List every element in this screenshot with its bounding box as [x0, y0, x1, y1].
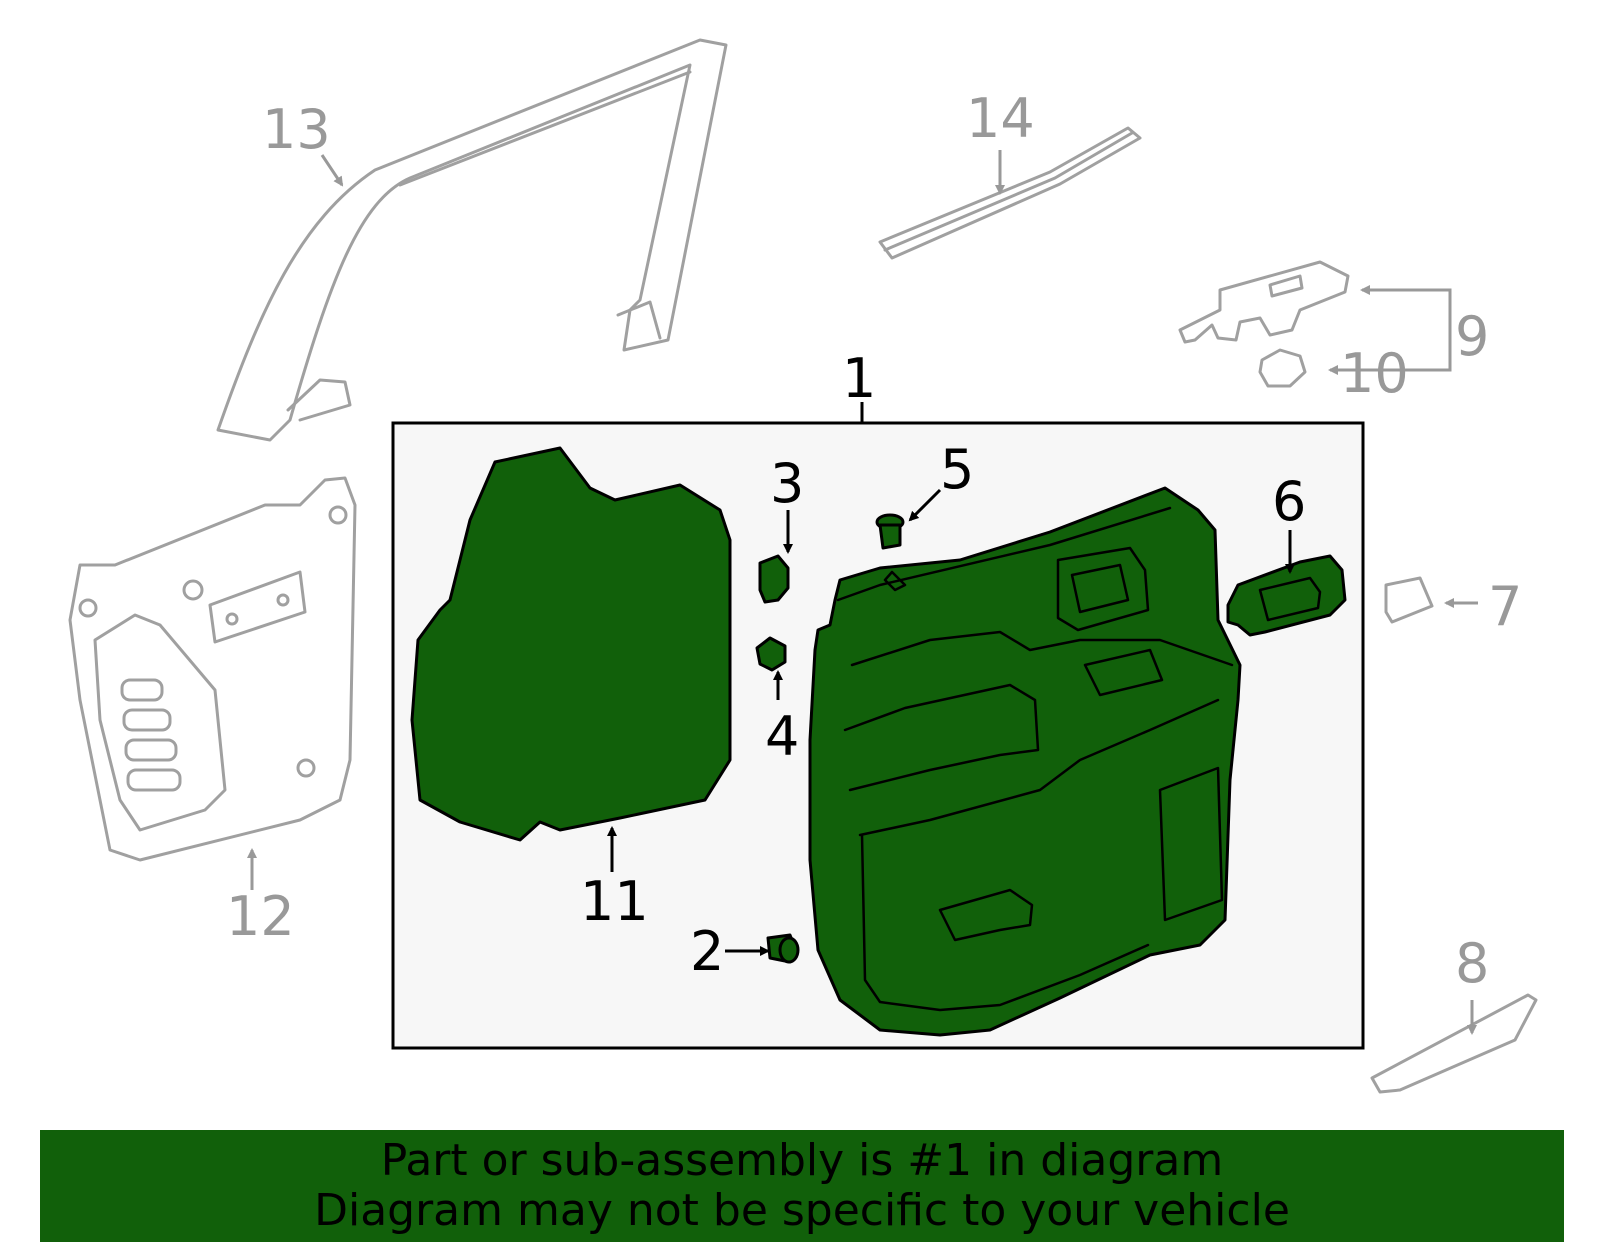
- callout-8: 8: [1455, 932, 1489, 995]
- callout-7: 7: [1488, 575, 1522, 638]
- callout-3: 3: [770, 452, 804, 515]
- part-5-clip: [875, 513, 905, 550]
- part-8-molding: [1370, 993, 1538, 1094]
- callout-10: 10: [1340, 342, 1409, 405]
- callout-13: 13: [262, 98, 331, 161]
- part-7-cap: [1384, 576, 1434, 624]
- info-banner: Part or sub-assembly is #1 in diagram Di…: [40, 1130, 1564, 1242]
- part-12-deflector: [68, 476, 357, 862]
- banner-line-1: Part or sub-assembly is #1 in diagram: [380, 1135, 1224, 1186]
- part-4-grommet: [755, 636, 787, 672]
- part-1-door-trim-panel: [808, 486, 1242, 1037]
- callout-6: 6: [1272, 470, 1306, 533]
- callout-12: 12: [226, 885, 295, 948]
- part-9-switch-bezel: [1178, 260, 1350, 344]
- callout-4: 4: [765, 705, 799, 768]
- arrow-icon: [320, 154, 344, 187]
- callout-14: 14: [966, 87, 1035, 150]
- part-14-belt-molding: [878, 126, 1142, 260]
- callout-5: 5: [940, 438, 974, 501]
- part-10-clip: [1258, 348, 1307, 388]
- callout-9: 9: [1455, 305, 1489, 368]
- part-11-pad: [410, 446, 732, 842]
- part-3-clip: [758, 554, 790, 604]
- callout-11: 11: [580, 870, 649, 933]
- part-2-fastener: [766, 933, 800, 964]
- arrow-icon: [908, 488, 942, 522]
- arrow-icon: [1328, 288, 1452, 375]
- callout-2: 2: [690, 920, 724, 983]
- banner-line-2: Diagram may not be specific to your vehi…: [314, 1185, 1290, 1236]
- part-13-frame-molding: [216, 38, 728, 442]
- part-6-handle: [1226, 554, 1347, 637]
- callout-1: 1: [842, 347, 876, 410]
